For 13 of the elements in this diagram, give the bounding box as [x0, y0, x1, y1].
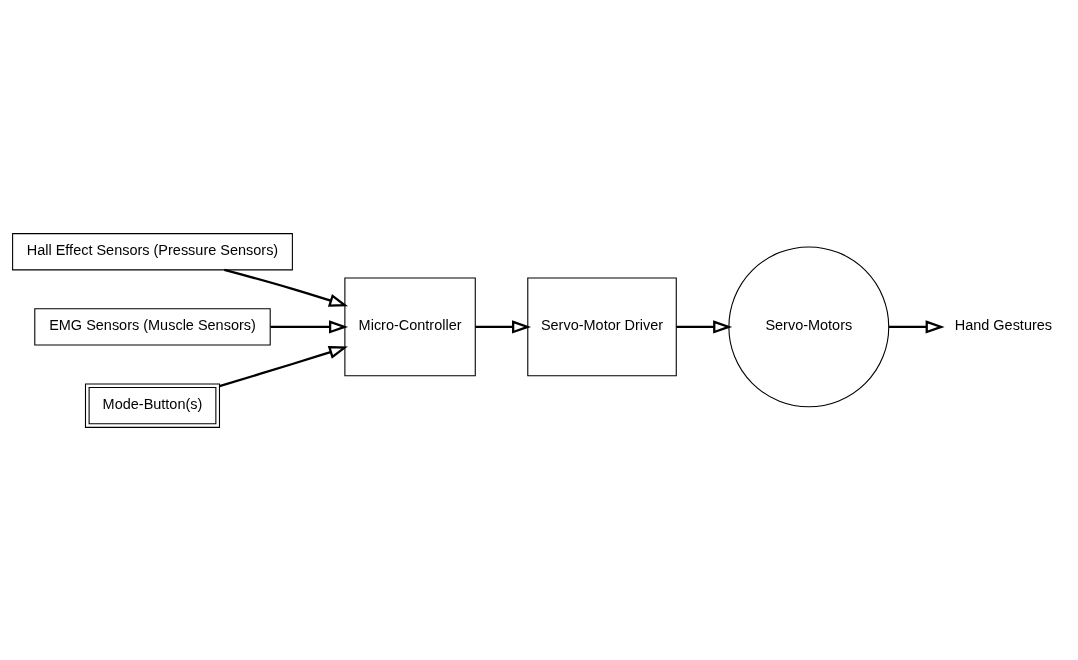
node-box: Mode-Button(s): [84, 382, 221, 428]
arrow: [888, 319, 945, 334]
arrow: [475, 319, 532, 334]
node-box: Hall Effect Sensors (Pressure Sensors): [12, 232, 293, 270]
node-text: Hand Gestures: [954, 316, 1053, 333]
arrow: [224, 268, 349, 307]
arrow: [219, 345, 348, 387]
arrow: [270, 319, 349, 334]
node-box: Micro-Controller: [344, 276, 476, 376]
arrow: [676, 319, 733, 334]
node-box: EMG Sensors (Muscle Sensors): [34, 307, 271, 346]
node-circle: Servo-Motors: [728, 245, 890, 407]
node-box: Servo-Motor Driver: [527, 276, 677, 376]
